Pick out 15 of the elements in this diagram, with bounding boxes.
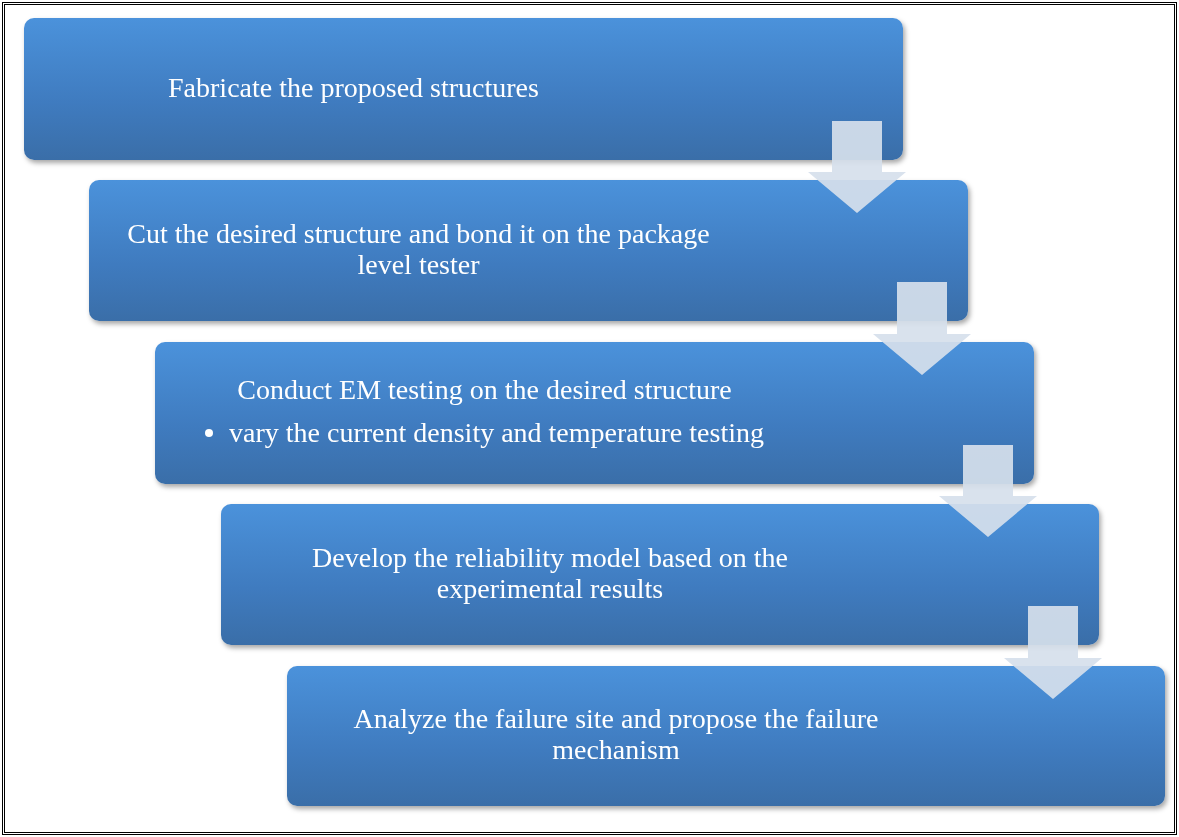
block-arrow — [808, 121, 906, 213]
block-arrow — [939, 445, 1037, 537]
block-arrow — [873, 282, 971, 375]
step-text: Develop the reliability model based on the experimental results — [311, 541, 789, 604]
process-box — [221, 504, 1099, 645]
process-box — [89, 180, 968, 321]
step-text: Cut the desired structure and bond it on the package level tester — [126, 217, 711, 280]
process-box — [155, 342, 1034, 484]
process-box — [287, 666, 1165, 806]
block-arrow — [1004, 606, 1102, 699]
step-text: Fabricate the proposed structures — [168, 71, 539, 103]
bullet-text: vary the current density and temperature testing — [229, 417, 764, 448]
step-text: Analyze the failure site and propose the failure mechanism — [352, 703, 880, 765]
step-text: Conduct EM testing on the desired structure — [237, 374, 732, 405]
process-box — [24, 18, 903, 160]
